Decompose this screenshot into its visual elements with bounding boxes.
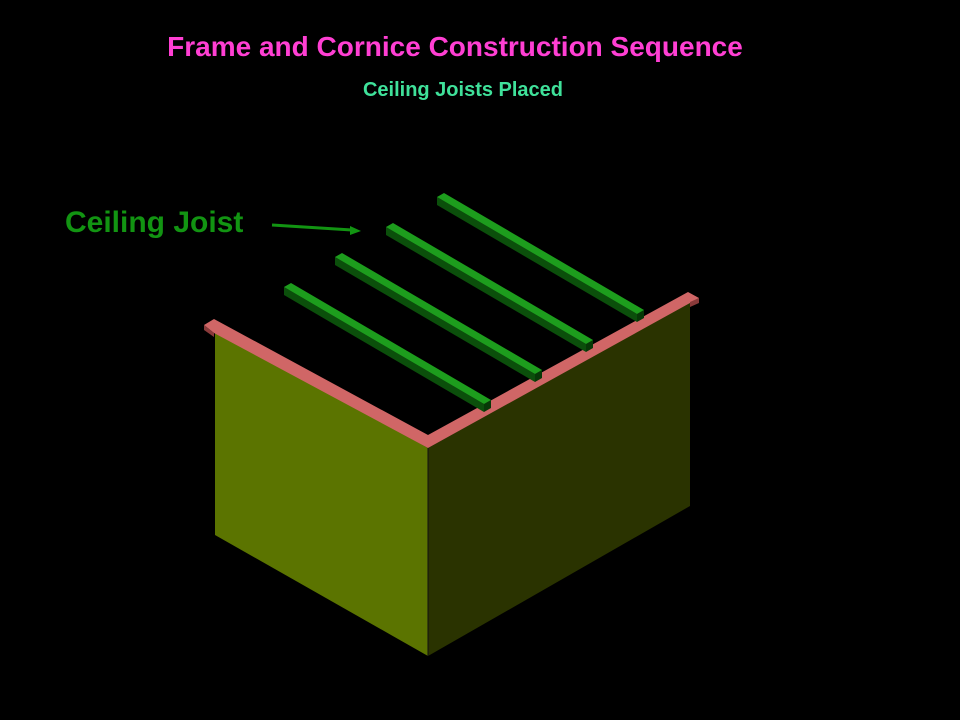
top-plate-end-left [204,325,214,337]
joist-top-face [284,283,491,404]
top-plate-end-right [690,298,699,307]
arrow-icon [271,223,361,235]
joist-top-face [386,223,593,344]
ceiling-joist-label: Ceiling Joist [65,206,244,239]
joist-side-face [335,257,535,382]
ceiling-joist [335,253,542,382]
ceiling-joist [284,283,491,412]
top-plate [204,292,699,448]
joist-top-face [437,193,644,314]
joist-side-face [386,227,586,352]
ceiling-joist [437,193,644,322]
slide-subtitle: Ceiling Joists Placed [362,79,564,101]
joist-top-face [335,253,542,374]
ceiling-joist [386,223,593,352]
ceiling-joists [284,193,644,412]
joist-side-face [437,197,637,322]
right-wall [428,302,690,656]
top-plate-surface [204,292,699,448]
slide-title: Frame and Cornice Construction Sequence [167,31,743,62]
joist-side-face [284,287,484,412]
left-wall [215,329,428,656]
